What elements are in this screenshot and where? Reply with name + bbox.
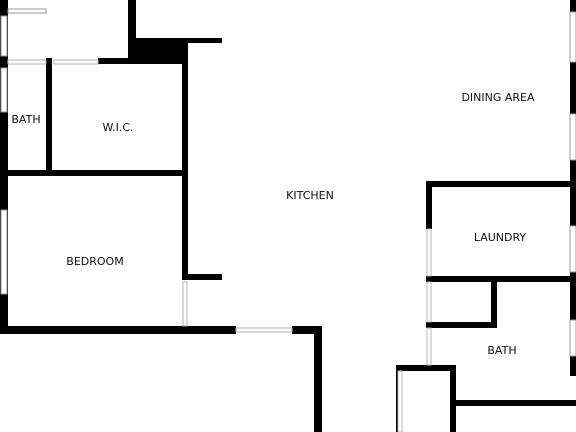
wall-bedroom-bottom: [0, 326, 236, 334]
wall-bath-closet-side: [491, 276, 497, 328]
label-laundry: LAUNDRY: [474, 231, 527, 244]
wall-right-exterior-2: [570, 62, 576, 114]
door-bath-left: [7, 59, 47, 65]
label-kitchen: KITCHEN: [286, 189, 334, 202]
window-top-left: [7, 8, 47, 14]
room-labels: BATH W.I.C. BEDROOM KITCHEN DINING AREA …: [11, 91, 535, 357]
door-closet: [53, 59, 99, 65]
label-bath-left: BATH: [11, 113, 40, 126]
wall-bedroom-top: [0, 170, 188, 176]
window-left-2: [0, 67, 8, 113]
door-bath-right: [426, 281, 432, 323]
wall-laundry-top: [426, 181, 576, 187]
label-dining-area: DINING AREA: [461, 91, 535, 104]
wall-lower-right-bottom: [450, 400, 576, 406]
door-bedroom: [182, 281, 188, 327]
wall-laundry-bottom: [426, 276, 576, 282]
wall-top-stub: [186, 38, 222, 43]
wall-bottom-middle: [292, 326, 322, 334]
wall-right-exterior-4: [570, 272, 576, 320]
wall-left-exterior: [0, 0, 8, 332]
windows: [0, 8, 576, 357]
wall-laundry-left: [426, 181, 432, 229]
wall-right-exterior-5: [570, 356, 576, 376]
wall-closet-top: [98, 58, 188, 64]
window-left-3: [0, 209, 8, 295]
wall-upper-left-divider: [128, 0, 136, 60]
wall-bath-closet-bottom: [426, 322, 497, 328]
wall-bedroom-door-stub: [182, 274, 222, 280]
wall-right-exterior-3: [570, 160, 576, 226]
door-bedroom-bottom: [235, 327, 293, 333]
window-right-1: [569, 11, 576, 63]
wall-lower-right-inner: [450, 365, 456, 432]
window-right-4: [569, 319, 576, 357]
wall-lower-right-top: [396, 365, 456, 371]
window-left-1: [0, 15, 8, 57]
wall-closet-right: [182, 58, 188, 280]
wall-lower-center-vertical: [314, 326, 322, 432]
wall-bath-closet-divider: [46, 58, 52, 174]
label-bedroom: BEDROOM: [66, 255, 123, 268]
window-right-3: [569, 225, 576, 273]
door-lower-right: [397, 370, 403, 432]
wall-right-exterior-1: [570, 0, 576, 12]
door-bath-lower: [426, 327, 432, 366]
door-laundry: [426, 228, 432, 277]
label-bath-right: BATH: [487, 344, 516, 357]
window-right-2: [569, 113, 576, 161]
label-walk-in-closet: W.I.C.: [102, 121, 133, 134]
door-openings: [7, 59, 432, 432]
